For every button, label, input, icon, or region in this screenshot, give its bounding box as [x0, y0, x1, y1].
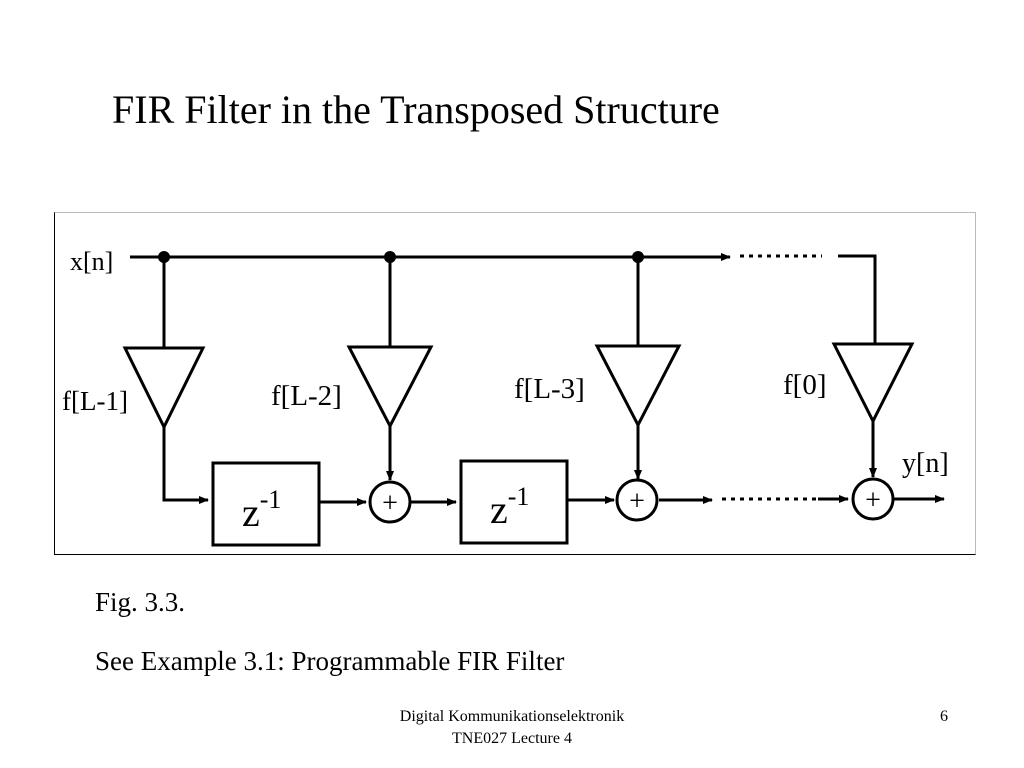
multiplier-triangle — [831, 342, 915, 425]
output-label: y[n] — [902, 448, 949, 479]
adder: + — [615, 478, 659, 522]
figure-caption: Fig. 3.3. — [95, 587, 186, 617]
footer-course: Digital Kommunikationselektronik — [399, 708, 625, 725]
multiplier-triangle — [594, 344, 682, 429]
multiplier-triangle — [122, 346, 206, 431]
diagram-frame — [54, 212, 976, 555]
input-bus — [130, 253, 877, 345]
delay-block — [211, 461, 321, 547]
adder-symbol: + — [865, 485, 881, 516]
delay-label: z-1 — [242, 485, 281, 535]
adder-symbol: + — [382, 488, 398, 519]
accumulation-chain — [319, 495, 945, 506]
slide-title: FIR Filter in the Transposed Structure — [112, 87, 720, 132]
product-lines — [162, 421, 877, 504]
adder: + — [851, 477, 895, 521]
coefficient-label: f[L-1] — [62, 386, 128, 416]
tap-lines — [162, 257, 640, 348]
coefficient-label: f[L-3] — [514, 373, 585, 405]
coefficient-label: f[0] — [783, 369, 826, 401]
adder: + — [368, 480, 412, 524]
multiplier-triangle — [346, 345, 434, 430]
example-reference: See Example 3.1: Programmable FIR Filter — [95, 646, 565, 676]
coefficient-label: f[L-2] — [271, 380, 342, 412]
input-label: x[n] — [70, 247, 113, 276]
footer-lecture: TNE027 Lecture 4 — [452, 730, 572, 747]
adder-symbol: + — [629, 486, 645, 517]
delay-block — [459, 459, 569, 545]
delay-label: z-1 — [490, 482, 529, 532]
footer: Digital Kommunikationselektronik TNE027 … — [312, 706, 712, 750]
page-number: 6 — [940, 708, 948, 725]
